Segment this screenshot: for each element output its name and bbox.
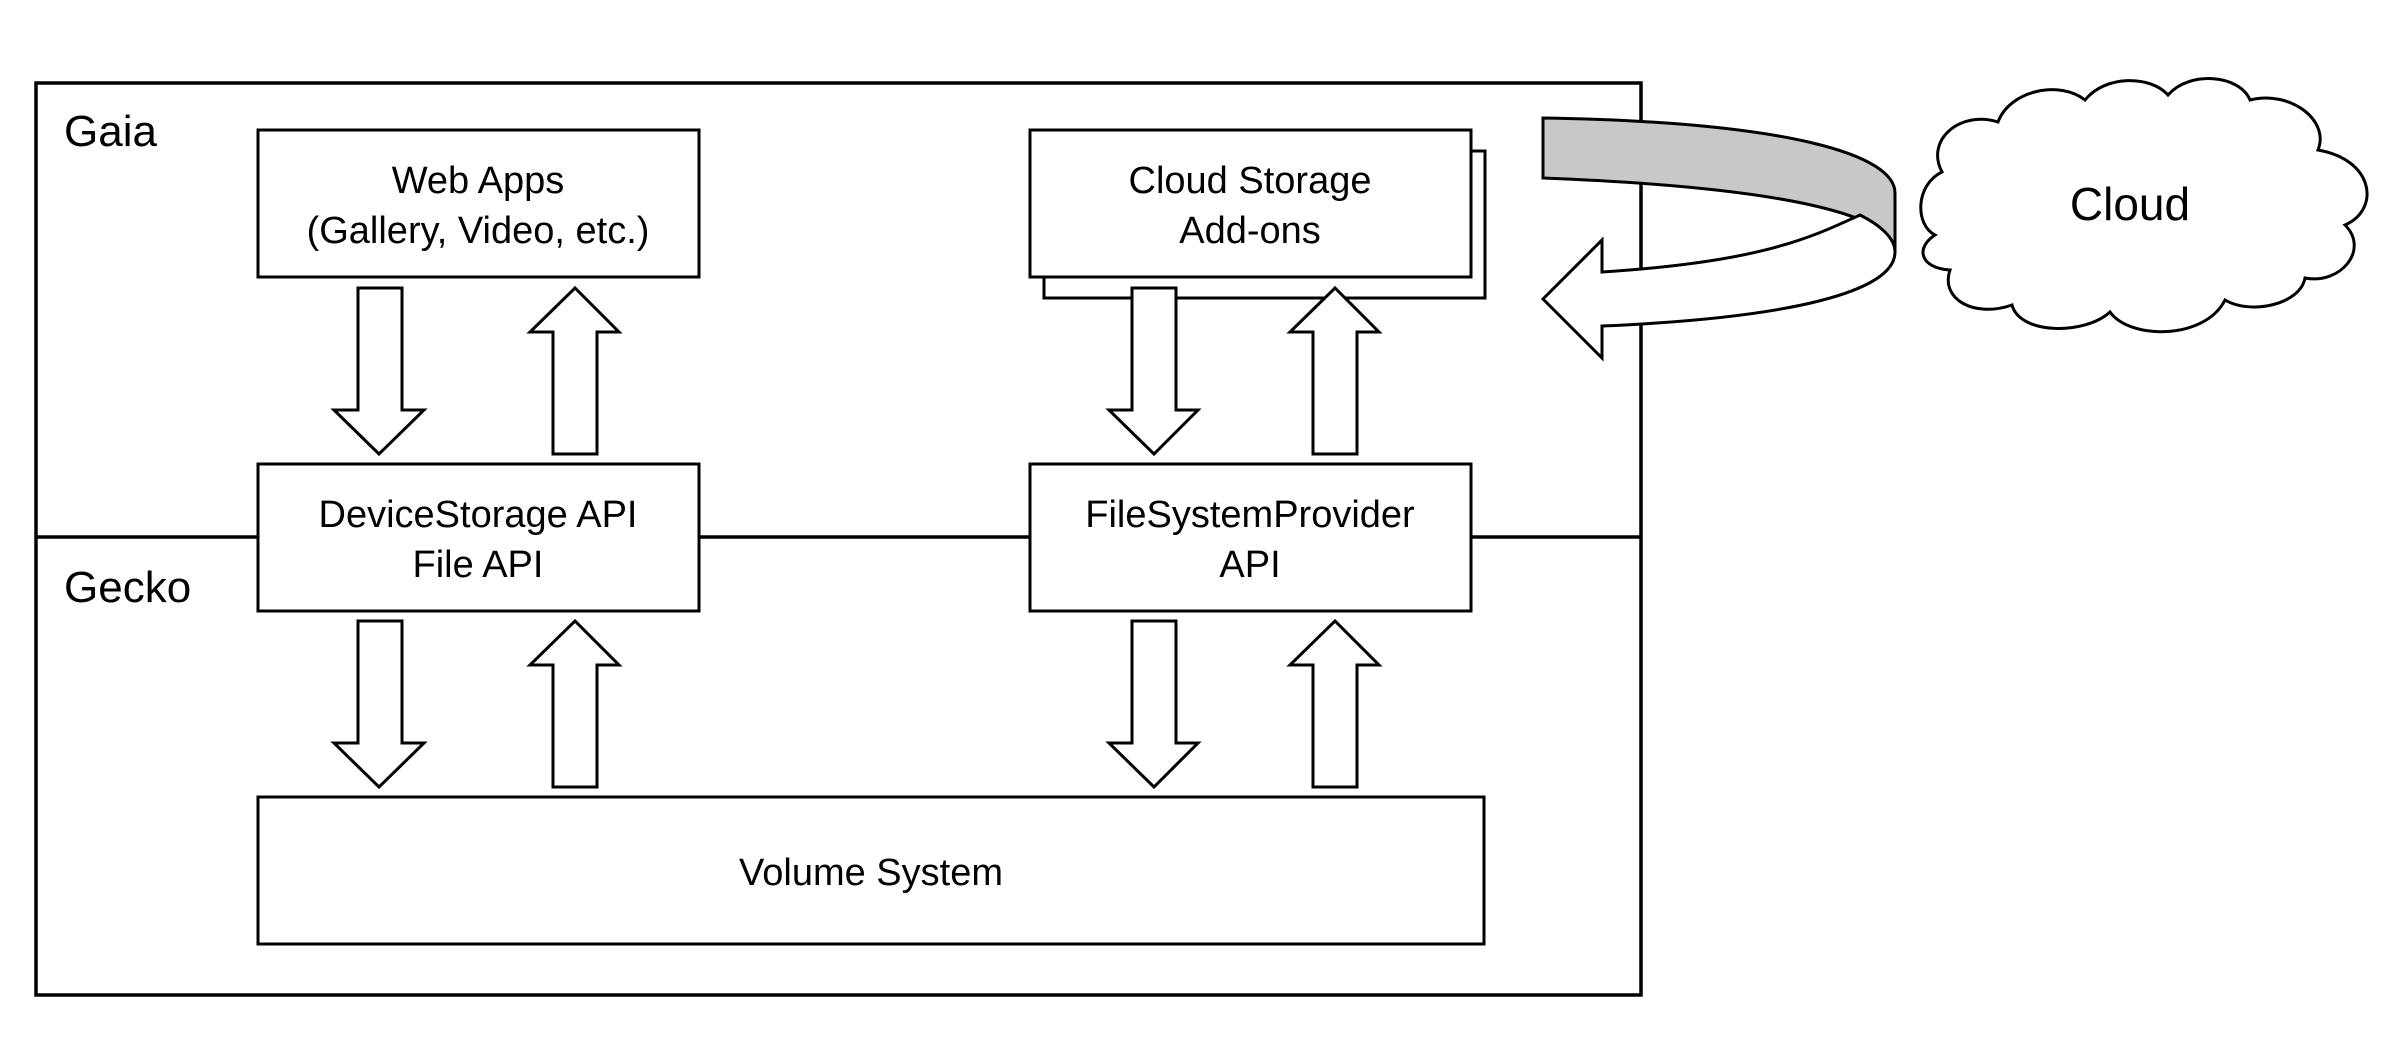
down-arrow-addons-to-fsprovider <box>1105 286 1202 457</box>
fs-provider-title: FileSystemProvider <box>1085 494 1415 536</box>
cloud-storage-addons-box: Cloud Storage Add-ons <box>1028 128 1487 300</box>
addons-subtitle: Add-ons <box>1179 210 1321 252</box>
up-arrow-devicestorage-to-webapps <box>526 285 623 456</box>
down-arrow-webapps-to-devicestorage <box>330 286 428 457</box>
curved-arrow-cloud-to-addons <box>1540 116 1897 362</box>
volume-system-box: Volume System <box>256 795 1486 946</box>
addons-title: Cloud Storage <box>1129 160 1372 202</box>
down-arrow-devicestorage-to-volume <box>330 619 428 790</box>
up-arrow-volume-to-devicestorage <box>526 618 623 789</box>
curved-arrow-body <box>1540 213 1897 362</box>
fs-provider-subtitle: API <box>1219 544 1280 586</box>
volume-system-title: Volume System <box>739 852 1003 894</box>
cloud-label: Cloud <box>2070 178 2190 230</box>
layer-label-gecko: Gecko <box>64 563 191 612</box>
web-apps-title: Web Apps <box>392 160 565 202</box>
cloud-shape-group: Cloud <box>1919 77 2369 334</box>
web-apps-subtitle: (Gallery, Video, etc.) <box>307 210 650 252</box>
up-arrow-volume-to-fsprovider <box>1286 618 1383 789</box>
filesystem-provider-api-box: FileSystemProvider API <box>1028 462 1473 613</box>
down-arrow-fsprovider-to-volume <box>1105 619 1202 790</box>
cloud-icon <box>1919 77 2369 334</box>
layer-label-gaia: Gaia <box>64 107 157 156</box>
file-api-title: File API <box>413 544 544 586</box>
device-storage-api-box: DeviceStorage API File API <box>256 462 701 613</box>
up-arrow-fsprovider-to-addons <box>1286 285 1383 456</box>
device-storage-title: DeviceStorage API <box>319 494 638 536</box>
web-apps-box: Web Apps (Gallery, Video, etc.) <box>256 128 701 279</box>
